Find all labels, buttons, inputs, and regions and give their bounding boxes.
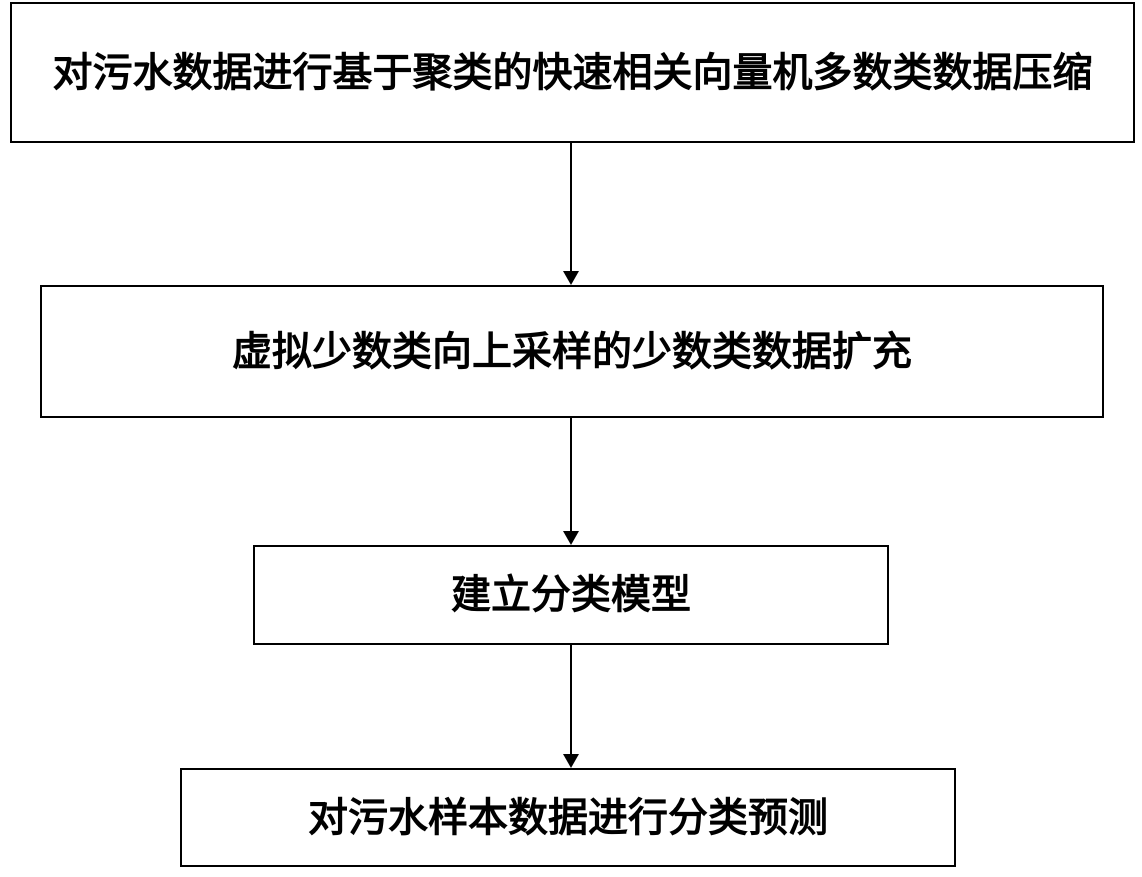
step-4-label: 对污水样本数据进行分类预测	[308, 794, 828, 841]
step-4-box: 对污水样本数据进行分类预测	[180, 768, 956, 867]
step-3-box: 建立分类模型	[253, 545, 889, 645]
arrow-2-to-3	[563, 418, 579, 545]
arrow-1-to-2	[563, 143, 579, 285]
step-2-label: 虚拟少数类向上采样的少数类数据扩充	[232, 328, 912, 375]
step-1-box: 对污水数据进行基于聚类的快速相关向量机多数类数据压缩	[10, 2, 1135, 143]
step-2-box: 虚拟少数类向上采样的少数类数据扩充	[40, 285, 1104, 418]
arrow-3-to-4	[563, 645, 579, 768]
step-3-label: 建立分类模型	[451, 572, 691, 618]
step-1-label: 对污水数据进行基于聚类的快速相关向量机多数类数据压缩	[52, 49, 1093, 96]
